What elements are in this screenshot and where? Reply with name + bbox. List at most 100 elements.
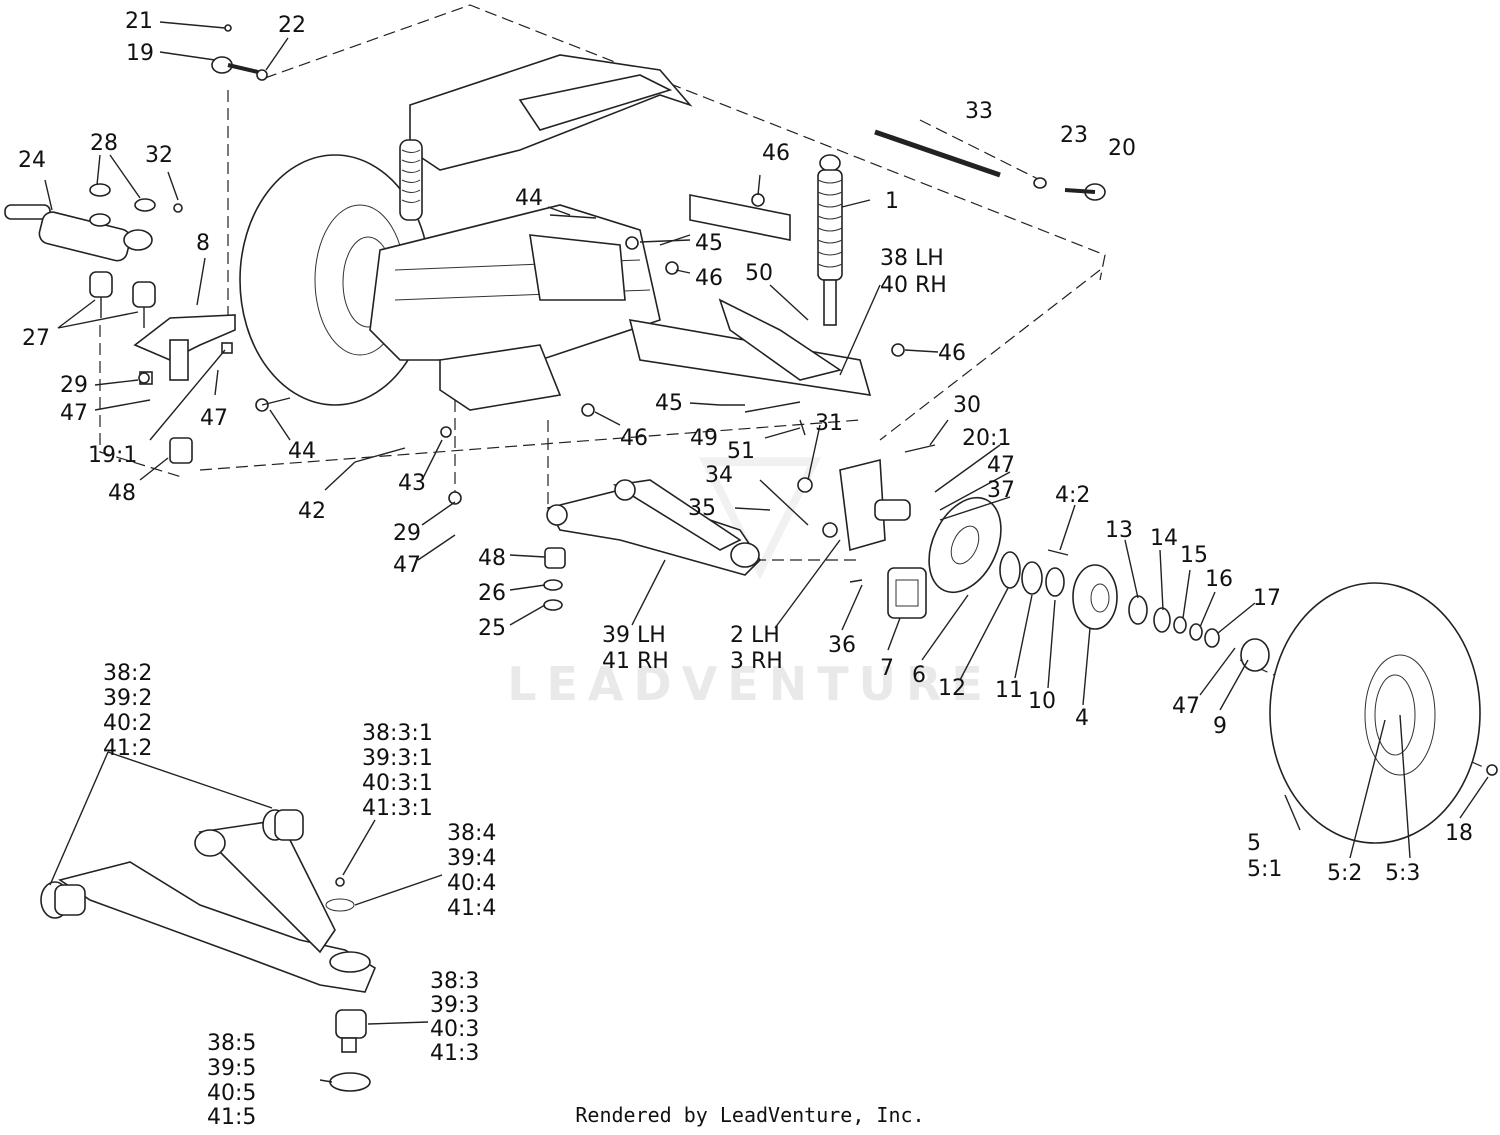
detail-group-4: 38:4 39:4 40:4 41:4 [447,821,496,921]
detail-group-3: 38:3 39:3 40:3 41:3 [430,969,479,1066]
detail-control-arm-drawing [40,809,377,1092]
callout-4-2: 4:2 [1055,483,1090,508]
detail-label: 41:3 [430,1041,479,1066]
callout-41-rh: 41 RH [602,649,669,674]
callout-7: 7 [880,656,894,681]
callout-42: 42 [298,499,326,524]
callout-33: 33 [965,99,993,124]
callout-17: 17 [1253,586,1281,611]
lower-control-arm-drawing [543,479,762,611]
detail-label: 39:5 [207,1056,256,1081]
callout-27: 27 [22,326,50,351]
frame-drawing [369,54,872,411]
callout-28: 28 [90,131,118,156]
callout-19-1: 19:1 [88,443,137,468]
detail-label: 41:5 [207,1105,256,1130]
callout-6: 6 [912,663,926,688]
callout-43: 43 [398,471,426,496]
callout-24: 24 [18,148,46,173]
callout-47: 47 [60,401,88,426]
callout-36: 36 [828,633,856,658]
spindle-drawing [797,458,911,552]
callout-21: 21 [125,9,153,34]
detail-label: 38:3 [430,969,479,994]
hardware-drawing [138,24,936,583]
callout-5-2: 5:2 [1327,861,1362,886]
callout-46: 46 [938,341,966,366]
callout-10: 10 [1028,689,1056,714]
detail-label: 40:5 [207,1081,256,1106]
callout-2-lh: 2 LH [730,623,780,648]
detail-label: 40:4 [447,871,496,896]
leader-lines [44,21,1489,1083]
callout-20-1: 20:1 [962,426,1011,451]
callout-1: 1 [885,189,899,214]
callout-47: 47 [1172,694,1200,719]
callout-44: 44 [515,186,543,211]
detail-label: 39:3 [430,993,479,1018]
callout-51: 51 [727,439,755,464]
detail-label: 41:4 [447,896,496,921]
callout-4: 4 [1075,706,1089,731]
callout-23: 23 [1060,123,1088,148]
callout-20: 20 [1108,136,1136,161]
callout-32: 32 [145,143,173,168]
callout-8: 8 [196,231,210,256]
callout-47: 47 [393,553,421,578]
detail-label: 41:2 [103,736,152,761]
detail-label: 40:2 [103,711,152,736]
detail-label: 40:3:1 [362,771,433,796]
front-tire-drawing [1269,582,1498,844]
callout-45: 45 [695,231,723,256]
detail-label: 40:3 [430,1017,479,1042]
callout-14: 14 [1150,526,1178,551]
callout-9: 9 [1213,714,1227,739]
detail-label: 38:4 [447,821,496,846]
steering-cylinder-drawing [4,183,156,262]
detail-label: 38:5 [207,1031,256,1056]
callout-47: 47 [987,453,1015,478]
callout-40-rh: 40 RH [880,273,947,298]
callout-44: 44 [288,439,316,464]
callout-13: 13 [1105,518,1133,543]
callout-46: 46 [695,266,723,291]
callout-49: 49 [690,426,718,451]
callout-29: 29 [60,373,88,398]
callout-45: 45 [655,391,683,416]
detail-group-3-1: 38:3:1 39:3:1 40:3:1 41:3:1 [362,721,433,821]
callout-46: 46 [620,426,648,451]
callout-5: 5 [1247,831,1261,856]
callout-48: 48 [108,481,136,506]
callout-46: 46 [762,141,790,166]
hub-and-bearings-drawing [999,549,1270,672]
callout-39-lh: 39 LH [602,623,666,648]
callout-50: 50 [745,261,773,286]
callout-5-3: 5:3 [1385,861,1420,886]
callout-26: 26 [478,581,506,606]
callout-48: 48 [478,546,506,571]
callout-29: 29 [393,521,421,546]
callout-22: 22 [278,13,306,38]
detail-group-5: 38:5 39:5 40:5 41:5 [207,1031,256,1130]
callout-47: 47 [200,406,228,431]
callout-5-1: 5:1 [1247,857,1282,882]
detail-label: 41:3:1 [362,796,433,821]
tie-rods-drawing [211,56,1106,201]
callout-34: 34 [705,463,733,488]
callout-15: 15 [1180,543,1208,568]
detail-label: 38:2 [103,661,152,686]
ball-joints-drawing [89,271,236,464]
detail-label: 38:3:1 [362,721,433,746]
callout-35: 35 [688,496,716,521]
callout-30: 30 [953,393,981,418]
callout-31: 31 [815,411,843,436]
shock-absorber-drawing [817,154,843,326]
detail-label: 39:2 [103,686,152,711]
callout-25: 25 [478,616,506,641]
callout-37: 37 [987,478,1015,503]
watermark: LEADVENTURE [507,657,993,711]
detail-label: 39:3:1 [362,746,433,771]
callout-12: 12 [938,676,966,701]
